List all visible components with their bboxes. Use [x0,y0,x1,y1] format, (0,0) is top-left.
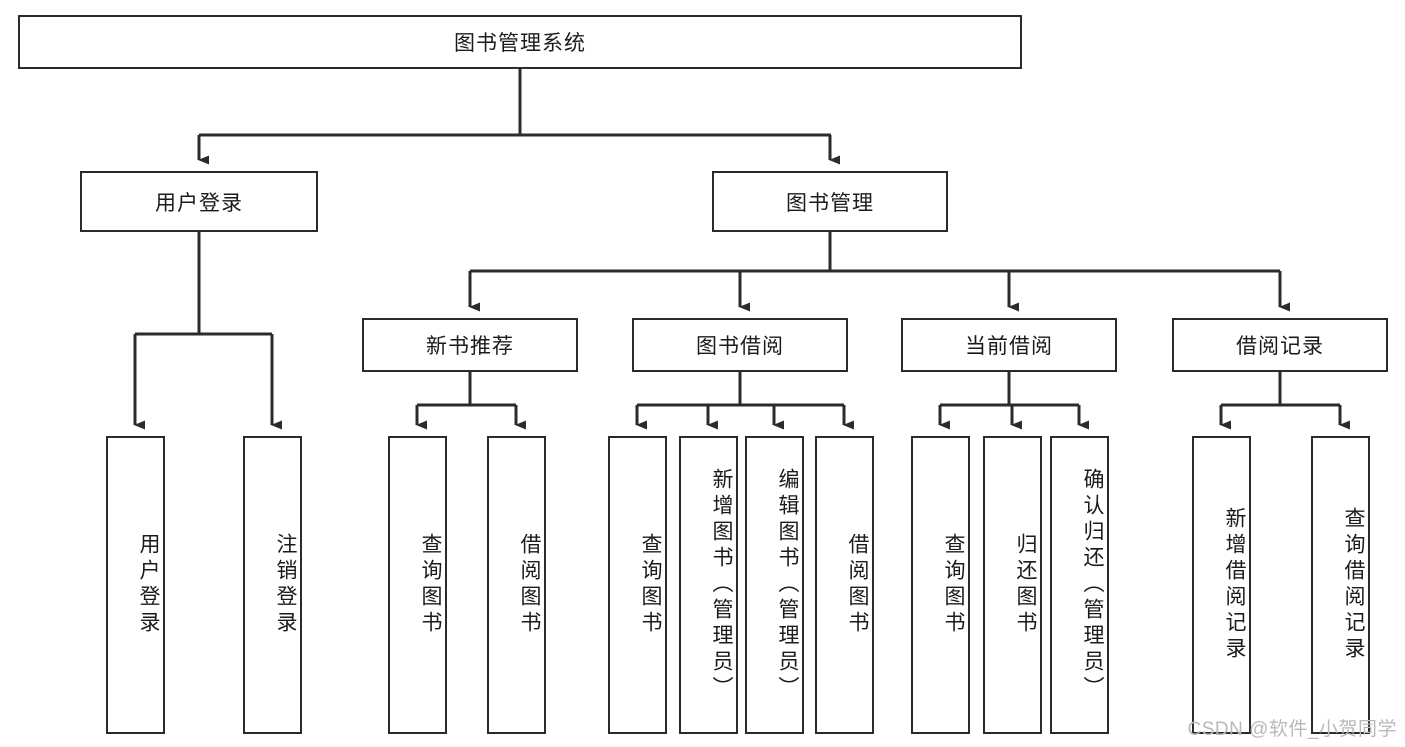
node-leaf-edit-book-admin-label: 编辑图书（管理员） [776,468,799,702]
node-leaf-query-book-3-label: 查询图书 [942,533,965,637]
node-leaf-logout-login[interactable]: 注销登录 [243,436,302,734]
node-leaf-query-book-2-label: 查询图书 [639,533,662,637]
node-borrow-record[interactable]: 借阅记录 [1172,318,1388,372]
node-book-manage-label: 图书管理 [786,191,874,215]
node-user-login-label: 用户登录 [155,191,243,215]
node-current-borrow[interactable]: 当前借阅 [901,318,1117,372]
node-new-book-rec[interactable]: 新书推荐 [362,318,578,372]
node-new-book-rec-label: 新书推荐 [426,335,514,358]
node-borrow-record-label: 借阅记录 [1236,335,1324,358]
node-book-borrow[interactable]: 图书借阅 [632,318,848,372]
node-leaf-add-borrow-record[interactable]: 新增借阅记录 [1192,436,1251,734]
node-leaf-query-borrow-record[interactable]: 查询借阅记录 [1311,436,1370,734]
node-leaf-user-login[interactable]: 用户登录 [106,436,165,734]
node-leaf-query-book-1-label: 查询图书 [419,533,442,637]
node-leaf-query-book-3[interactable]: 查询图书 [911,436,970,734]
node-current-borrow-label: 当前借阅 [965,335,1053,358]
node-leaf-confirm-return-admin-label: 确认归还（管理员） [1081,468,1104,702]
node-leaf-logout-login-label: 注销登录 [274,533,297,637]
node-root[interactable]: 图书管理系统 [18,15,1022,69]
node-leaf-add-book-admin-label: 新增图书（管理员） [710,468,733,702]
node-leaf-borrow-book-2-label: 借阅图书 [846,533,869,637]
node-leaf-confirm-return-admin[interactable]: 确认归还（管理员） [1050,436,1109,734]
node-user-login[interactable]: 用户登录 [80,171,318,232]
node-book-manage[interactable]: 图书管理 [712,171,948,232]
node-leaf-borrow-book-1[interactable]: 借阅图书 [487,436,546,734]
node-root-label: 图书管理系统 [454,32,586,55]
node-leaf-edit-book-admin[interactable]: 编辑图书（管理员） [745,436,804,734]
node-book-borrow-label: 图书借阅 [696,335,784,358]
node-leaf-query-book-2[interactable]: 查询图书 [608,436,667,734]
node-leaf-user-login-label: 用户登录 [137,533,160,637]
node-leaf-add-book-admin[interactable]: 新增图书（管理员） [679,436,738,734]
node-leaf-return-book[interactable]: 归还图书 [983,436,1042,734]
node-leaf-add-borrow-record-label: 新增借阅记录 [1223,507,1246,663]
watermark: CSDN @软件_小贺同学 [1187,719,1397,740]
node-leaf-borrow-book-2[interactable]: 借阅图书 [815,436,874,734]
node-leaf-return-book-label: 归还图书 [1014,533,1037,637]
node-leaf-query-book-1[interactable]: 查询图书 [388,436,447,734]
node-leaf-query-borrow-record-label: 查询借阅记录 [1342,507,1365,663]
node-leaf-borrow-book-1-label: 借阅图书 [518,533,541,637]
